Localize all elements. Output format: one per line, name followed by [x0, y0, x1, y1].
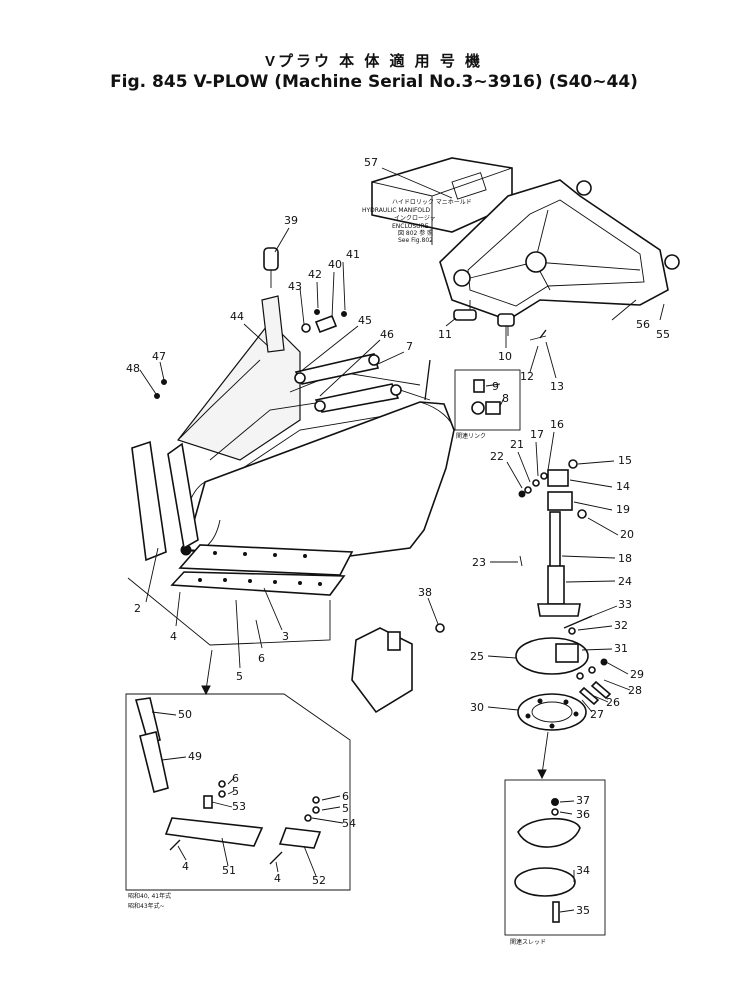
callout-54: 54: [342, 817, 356, 830]
callout-45: 45: [358, 314, 372, 327]
callout-10: 10: [498, 350, 512, 363]
callout-49: 49: [188, 750, 202, 763]
callout-18: 18: [618, 552, 632, 565]
callout-31: 31: [614, 642, 628, 655]
callout-25: 25: [470, 650, 484, 663]
callout-15: 15: [618, 454, 632, 467]
moldboard: [180, 401, 455, 557]
callout-44: 44: [230, 310, 244, 323]
figure-title-japanese: Vプラウ 本 体 適 用 号 機: [264, 53, 483, 70]
pivot-pins: [453, 309, 547, 341]
a-frame: [439, 179, 680, 336]
callout-24: 24: [618, 575, 632, 588]
callout-14: 14: [616, 480, 630, 493]
callout-6-detail-right: 6: [342, 790, 349, 803]
enclosure-label: ENCLOSURE: [392, 223, 429, 230]
callout-36: 36: [576, 808, 590, 821]
serial-note-1: 昭和40, 41年式: [128, 892, 171, 900]
callout-34: 34: [576, 864, 590, 877]
callout-56: 56: [636, 318, 650, 331]
hydraulic-manifold-enclosure: ハイドロリック マニホールド HYDRAULIC MANIFOLD インクロージ…: [362, 157, 513, 245]
side-plates: [127, 440, 331, 646]
manifold-label: HYDRAULIC MANIFOLD: [362, 207, 430, 214]
callout-6: 6: [258, 652, 265, 665]
callout-47: 47: [152, 350, 166, 363]
callout-8: 8: [502, 392, 509, 405]
see-fig-label: See Fig.802: [398, 237, 433, 244]
callout-12: 12: [520, 370, 534, 383]
callout-13: 13: [550, 380, 564, 393]
callout-4-detail-right: 4: [274, 872, 281, 885]
callout-57: 57: [364, 156, 378, 169]
callout-50: 50: [178, 708, 192, 721]
callout-5-detail-right: 5: [342, 802, 349, 815]
related-link-detail: 関連リンク: [454, 369, 521, 440]
callout-39: 39: [284, 214, 298, 227]
callout-9: 9: [492, 380, 499, 393]
lower-detail-box: 昭和40, 41年式 昭和43年式~: [125, 693, 351, 910]
see-fig-label-jp: 図 802 参 照: [398, 229, 433, 237]
callout-27: 27: [590, 708, 604, 721]
pivot-stack: [518, 459, 593, 635]
callout-35: 35: [576, 904, 590, 917]
callout-33: 33: [618, 598, 632, 611]
callout-48: 48: [126, 362, 140, 375]
thread-detail: 関連スレッド: [504, 779, 606, 946]
callout-41: 41: [346, 248, 360, 261]
turntable-assembly: [515, 637, 612, 731]
callout-28: 28: [628, 684, 642, 697]
thread-label: 関連スレッド: [510, 938, 546, 946]
callout-5-detail: 5: [232, 785, 239, 798]
callout-4-detail: 4: [182, 860, 189, 873]
callout-29: 29: [630, 668, 644, 681]
related-link-label: 関連リンク: [456, 432, 486, 440]
figure-title: Fig. 845 V-PLOW (Machine Serial No.3~391…: [110, 72, 638, 92]
callout-labels: 2 3 4 5 6 7 8 9 10 11 12 13 14 15 16 17 …: [126, 156, 670, 917]
callout-17: 17: [530, 428, 544, 441]
cylinder-mount: [351, 623, 445, 714]
callout-20: 20: [620, 528, 634, 541]
callout-11: 11: [438, 328, 452, 341]
callout-30: 30: [470, 701, 484, 714]
callout-53: 53: [232, 800, 246, 813]
callout-38: 38: [418, 586, 432, 599]
plow-frame: [176, 321, 431, 471]
callout-23: 23: [472, 556, 486, 569]
callout-6-detail: 6: [232, 772, 239, 785]
callout-52: 52: [312, 874, 326, 887]
callout-5: 5: [236, 670, 243, 683]
callout-21: 21: [510, 438, 524, 451]
callout-16: 16: [550, 418, 564, 431]
callout-32: 32: [614, 619, 628, 632]
cutting-edge-bolt-holes: [198, 551, 322, 586]
cutting-edge-assembly: [170, 544, 354, 596]
connector-arrows: [201, 649, 549, 780]
callout-37: 37: [576, 794, 590, 807]
callout-40: 40: [328, 258, 342, 271]
callout-43: 43: [288, 280, 302, 293]
callout-26: 26: [606, 696, 620, 709]
lift-hook: [154, 247, 347, 399]
callout-3: 3: [282, 630, 289, 643]
serial-note-2: 昭和43年式~: [128, 902, 165, 910]
callout-19: 19: [616, 503, 630, 516]
callout-55: 55: [656, 328, 670, 341]
callout-42: 42: [308, 268, 322, 281]
callout-51: 51: [222, 864, 236, 877]
enclosure-label-jp: インクロージャ: [394, 215, 436, 222]
callout-22: 22: [490, 450, 504, 463]
leader-lines: [139, 167, 665, 913]
callout-46: 46: [380, 328, 394, 341]
callout-7: 7: [406, 340, 413, 353]
callout-2: 2: [134, 602, 141, 615]
callout-4: 4: [170, 630, 177, 643]
manifold-label-jp: ハイドロリック マニホールド: [392, 199, 472, 206]
